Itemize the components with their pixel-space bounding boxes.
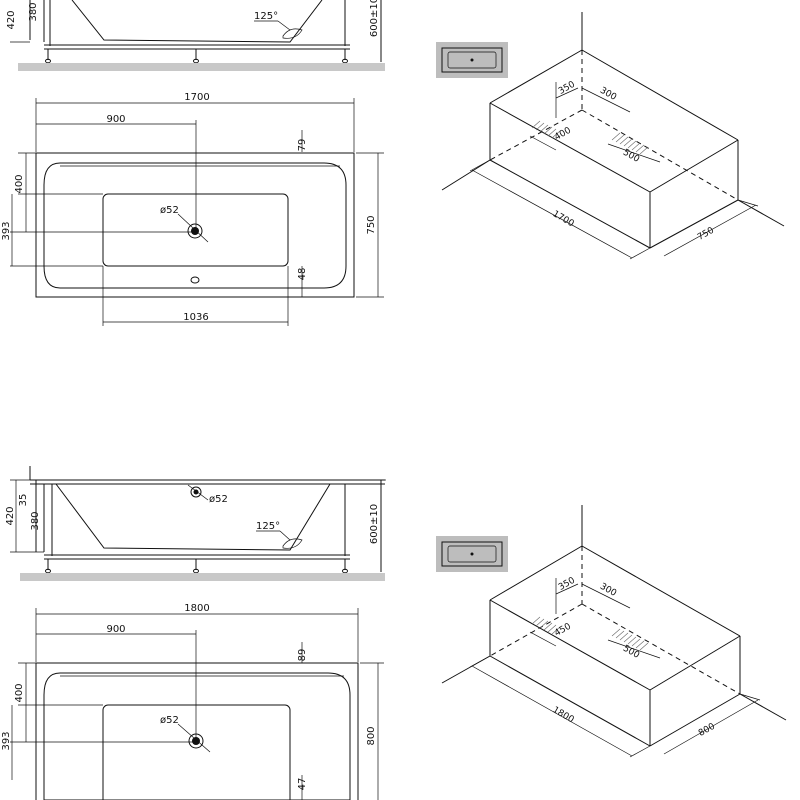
top-plan-rim-bottom: 48 [297,268,308,281]
bottom-side-drain-icon [187,484,209,501]
bottom-side-rim: 35 [18,494,29,507]
top-side-leg-height: 600±10 [369,0,380,37]
top-side-view: 420 380 125° 600±10 [6,0,385,71]
top-overflow-icon [190,276,200,284]
top-plan-drain-height: 393 [1,221,12,240]
top-iso-width: 750 [696,226,716,243]
top-side-h-total: 420 [6,10,17,29]
bottom-thumbnail-icon [436,536,508,572]
top-sheet: 420 380 125° 600±10 1700 [1,0,785,326]
top-drain-icon [177,213,209,243]
top-plan-length: 1700 [184,92,209,103]
bottom-side-angle: 125° [256,521,280,532]
bottom-side-leg-height: 600±10 [369,504,380,544]
bottom-plan-length: 1800 [184,603,209,614]
top-iso-length: 1700 [551,209,576,229]
top-thumbnail-icon [436,42,508,78]
bottom-plan-width: 800 [366,726,377,745]
bottom-sheet: 35 420 380 ø52 125° [1,466,787,800]
bottom-plan-rim-bottom: 47 [297,778,308,791]
top-plan-left-offset: 400 [14,174,25,193]
top-iso-dim-b: 300 [598,86,618,103]
top-iso-view: 350 300 400 500 1700 750 [441,12,785,260]
top-tub-outline [35,152,355,298]
bottom-iso-dim-b: 300 [598,582,618,599]
bottom-side-h-total: 420 [5,506,16,525]
top-iso-dim-a: 350 [557,80,577,97]
bottom-iso-length: 1800 [551,705,576,725]
bottom-side-h-inner: 380 [30,511,41,530]
bottom-iso-foot-a: 450 [553,622,573,639]
bottom-side-drain-diameter: ø52 [209,494,228,505]
bottom-side-view: 35 420 380 ø52 125° [5,466,386,581]
bottom-iso-width: 800 [697,722,717,739]
top-iso-foot-a: 400 [553,126,573,143]
top-side-angle: 125° [254,11,278,22]
bottom-tub-outline [35,662,359,800]
bottom-floor [20,573,385,581]
bottom-plan-drain-height: 393 [1,731,12,750]
bottom-plan-left-offset: 400 [14,683,25,702]
bottom-iso-dim-a: 350 [557,576,577,593]
top-floor [18,63,385,71]
top-plan-width: 750 [366,215,377,234]
top-plan-drain-diameter: ø52 [160,205,179,216]
top-plan-rim-top: 79 [297,139,308,152]
bottom-plan-drain-offset: 900 [106,624,125,635]
bottom-drain-icon [177,723,211,753]
bottom-plan-view: 1800 900 89 400 393 ø52 [1,603,384,800]
bottom-plan-drain-diameter: ø52 [160,715,179,726]
top-plan-view: 1700 900 79 400 393 [1,92,384,326]
top-plan-drain-offset: 900 [106,114,125,125]
top-plan-inner-length: 1036 [183,312,208,323]
top-side-h-inner: 380 [28,2,39,21]
bottom-plan-rim-top: 89 [297,649,308,662]
